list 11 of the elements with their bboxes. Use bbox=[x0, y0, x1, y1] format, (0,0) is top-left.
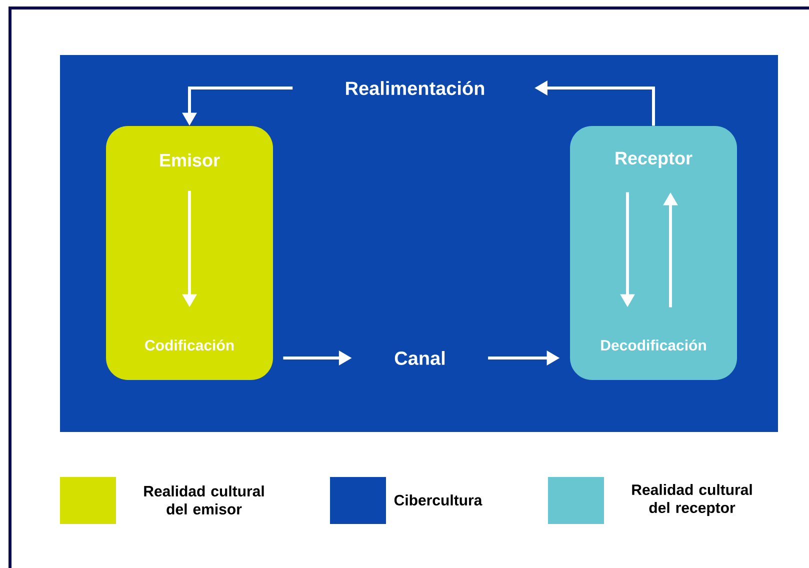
rounded-box bbox=[106, 126, 273, 380]
flow-label: Canal bbox=[394, 351, 445, 365]
box-label: Codificación bbox=[145, 339, 234, 351]
legend-label: Realidad cultural del receptor bbox=[632, 484, 752, 516]
legend-label: Realidad cultural del emisor bbox=[144, 486, 264, 514]
box-label: Decodificación bbox=[601, 339, 706, 351]
flow-label: Realimentación bbox=[346, 80, 484, 96]
box-heading: Receptor bbox=[616, 152, 692, 168]
rounded-box bbox=[570, 126, 737, 380]
legend-label: Cibercultura bbox=[394, 494, 482, 506]
box-heading: Emisor bbox=[160, 153, 220, 167]
